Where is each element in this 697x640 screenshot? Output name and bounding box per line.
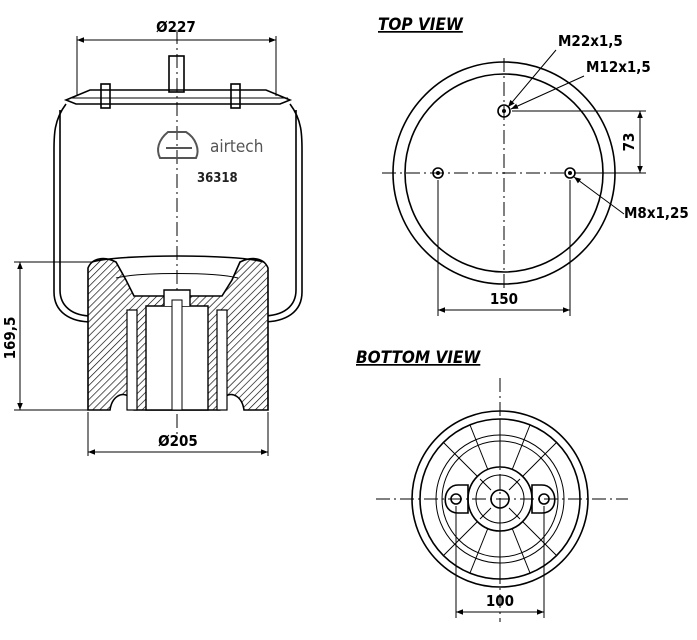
bottom-view: BOTTOM VIEW	[356, 348, 628, 622]
dim-height: 169,5	[1, 317, 19, 360]
bottom-ribs	[442, 419, 558, 579]
bellow-left-inner	[59, 110, 93, 317]
piston-rim-inner	[115, 273, 239, 279]
hole-m8-right	[564, 167, 576, 179]
brand-mark: airtech	[157, 131, 263, 159]
bottom-outer-circle	[411, 410, 589, 588]
bellow-left-outer	[53, 103, 93, 323]
callout-m8: M8x1,25	[624, 204, 689, 222]
stud-left	[100, 83, 111, 109]
top-view-title: TOP VIEW	[378, 15, 464, 35]
bolt-bore-right	[216, 309, 228, 411]
bellow-right-inner	[261, 110, 297, 317]
air-connection	[168, 55, 185, 93]
top-view: TOP VIEW M22x1,5 M12x1,5 M8x1,25 73 150	[378, 15, 689, 316]
piston-rim	[91, 255, 265, 263]
bolt-bore-left	[126, 309, 138, 411]
bottom-view-title: BOTTOM VIEW	[356, 348, 481, 368]
piston-nut-seat	[163, 289, 191, 306]
dim-top-diameter: Ø227	[156, 18, 196, 36]
brand-text: airtech	[210, 137, 263, 157]
callout-m12: M12x1,5	[586, 58, 651, 76]
bottom-hole-left	[450, 493, 462, 505]
bellow-right-outer	[261, 103, 303, 323]
dim-top-spacing: 150	[490, 290, 518, 308]
ear-left	[444, 484, 469, 514]
dim-bottom-diameter: Ø205	[158, 432, 198, 450]
center-bore	[171, 299, 183, 411]
dim-offset: 73	[620, 133, 638, 152]
top-plate	[63, 89, 293, 105]
hole-m22	[497, 104, 511, 118]
callout-m22: M22x1,5	[558, 32, 623, 50]
bottom-hole-right	[538, 493, 550, 505]
part-number: 36318	[197, 171, 238, 186]
airtech-logo-icon	[157, 131, 199, 159]
ear-right	[531, 484, 556, 514]
stud-right	[230, 83, 241, 109]
hole-m8-left	[432, 167, 444, 179]
dim-bottom-spacing: 100	[486, 592, 514, 610]
side-view: airtech 36318 Ø227 Ø205 169,5	[1, 18, 303, 456]
